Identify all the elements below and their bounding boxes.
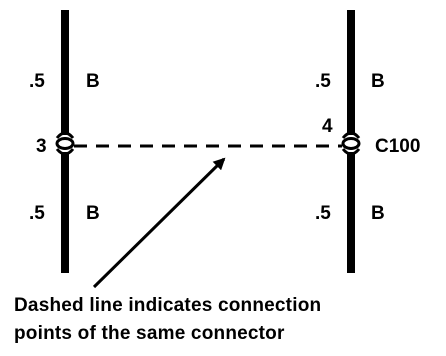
left-upper-wire-color: B [86, 71, 100, 92]
right-wire-upper [347, 10, 355, 135]
caption-line-2: points of the same connector [14, 323, 285, 344]
right-lower-wire-color: B [371, 203, 385, 224]
left-connector-pin-icon [55, 131, 75, 156]
right-wire-lower [347, 152, 355, 273]
callout-arrow [92, 157, 226, 289]
right-lower-wire-size: .5 [315, 203, 331, 224]
left-pin-number: 3 [36, 136, 47, 157]
left-lower-wire-color: B [86, 203, 100, 224]
left-wire-lower [61, 152, 69, 273]
right-connector-pin-icon [341, 131, 361, 156]
left-wire-upper [61, 10, 69, 135]
connector-id: C100 [375, 136, 421, 157]
left-lower-wire-size: .5 [29, 203, 45, 224]
left-upper-wire-size: .5 [29, 71, 45, 92]
right-upper-wire-color: B [371, 71, 385, 92]
caption-line-1: Dashed line indicates connection [14, 295, 322, 316]
right-pin-number: 4 [322, 116, 333, 137]
right-upper-wire-size: .5 [315, 71, 331, 92]
